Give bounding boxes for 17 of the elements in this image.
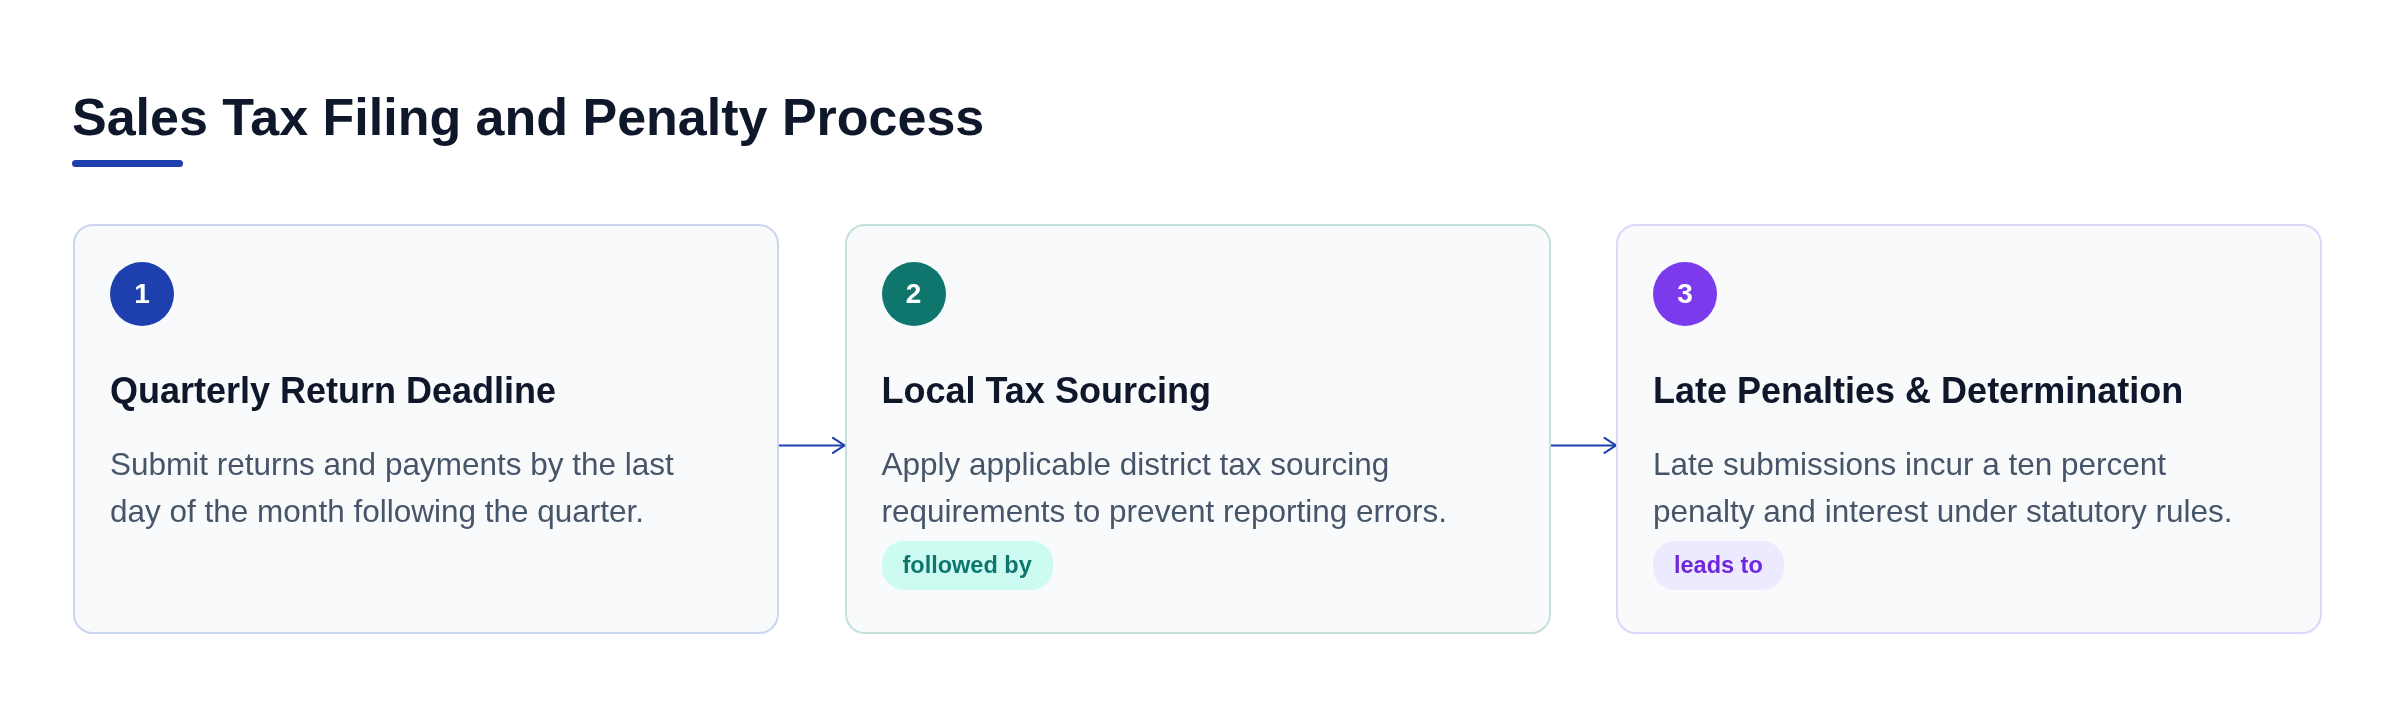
step-title: Local Tax Sourcing — [881, 369, 1211, 413]
diagram-title: Sales Tax Filing and Penalty Process — [72, 87, 985, 148]
step-description: Late submissions incur a ten percent penalty and interest under statutory rules. — [1653, 444, 2234, 532]
arrow — [778, 436, 846, 454]
arrow — [1549, 436, 1617, 454]
step-number: 1 — [110, 262, 174, 326]
step-title: Late Penalties & Determination — [1653, 369, 2184, 413]
step-title: Quarterly Return Deadline — [110, 369, 557, 413]
step-number: 3 — [1653, 262, 1717, 326]
step-card — [1616, 224, 2322, 634]
step-card — [73, 224, 779, 634]
step-number: 2 — [881, 262, 946, 326]
relation-tag: followed by — [881, 541, 1053, 591]
step-description: Apply applicable district tax sourcing requirements to prevent reporting errors. — [881, 444, 1448, 532]
step-description: Submit returns and payments by the last day of the month following the quarter. — [110, 444, 675, 532]
relation-tag: leads to — [1653, 541, 1784, 591]
step-card — [844, 224, 1551, 634]
